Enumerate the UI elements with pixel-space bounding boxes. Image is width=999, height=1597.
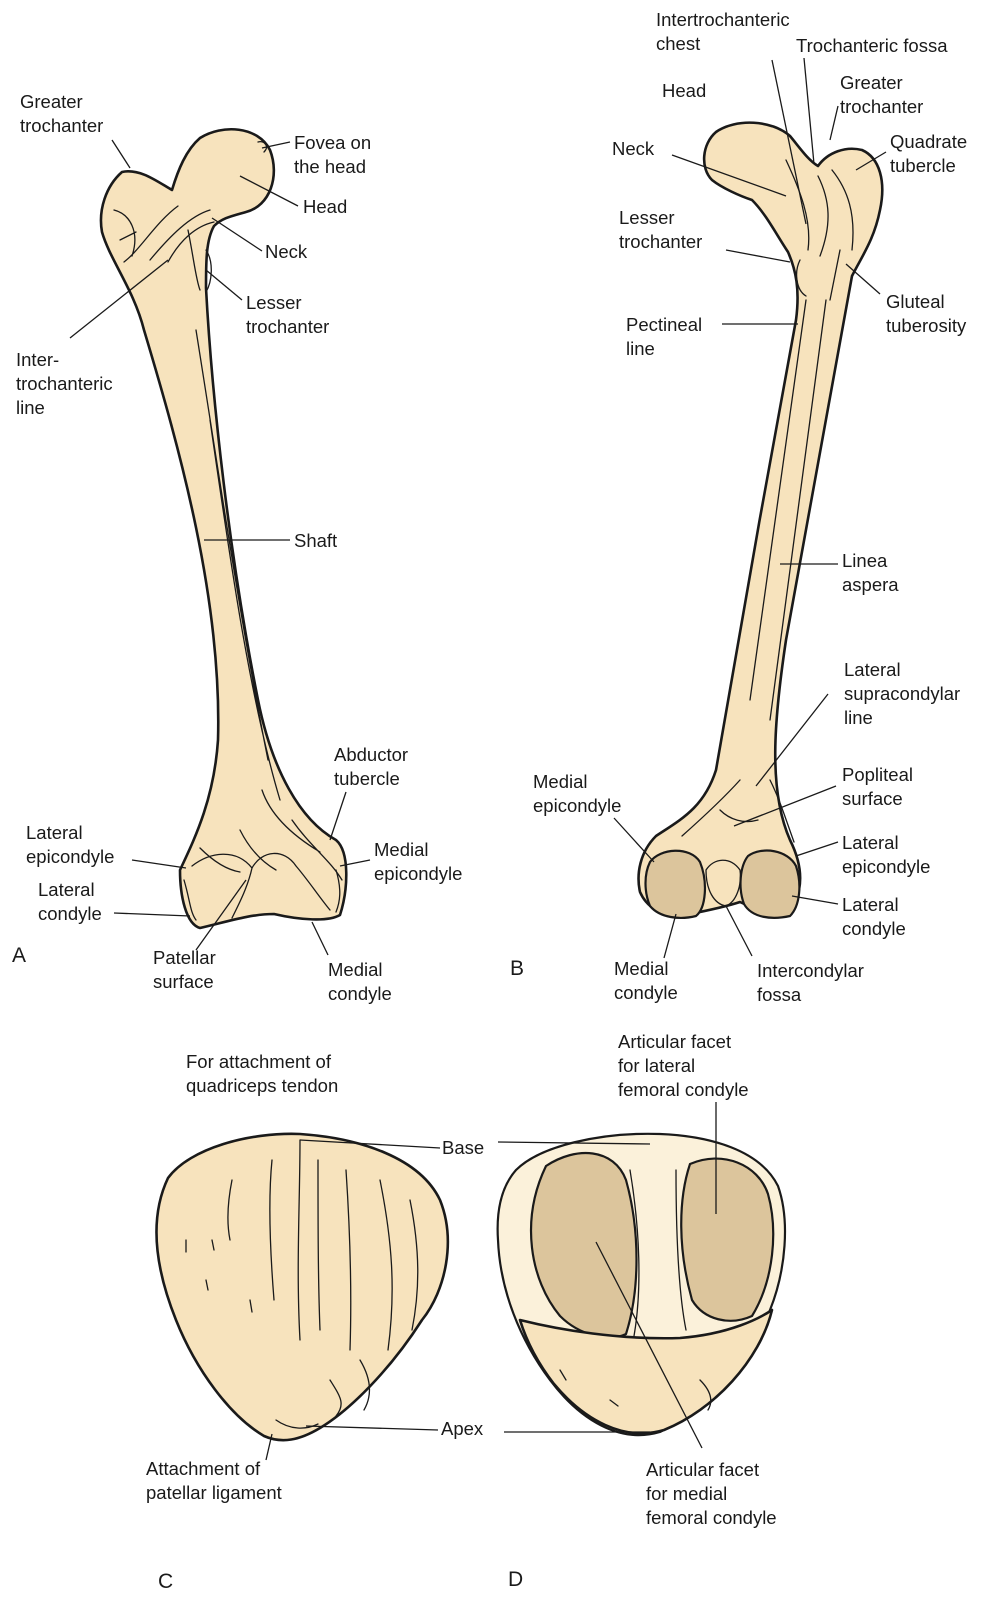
label-b-trochanteric-fossa: Trochanteric fossa (796, 34, 948, 58)
label-medial-articular-facet: Articular facet for medial femoral condy… (646, 1458, 777, 1530)
label-base: Base (442, 1136, 484, 1160)
label-b-intercondylar-fossa: Intercondylar fossa (757, 959, 864, 1007)
label-b-lateral-condyle: Lateral condyle (842, 893, 906, 941)
patella-posterior-drawing (498, 1134, 785, 1435)
label-b-medial-epicondyle: Medial epicondyle (533, 770, 621, 818)
panel-label-c: C (158, 1570, 173, 1594)
label-a-intertrochanteric-line: Inter- trochanteric line (16, 348, 113, 420)
label-b-intertrochanteric-chest: Intertrochanteric chest (656, 8, 790, 56)
panel-label-d: D (508, 1568, 523, 1592)
label-b-lesser-trochanter: Lesser trochanter (619, 206, 702, 254)
label-a-greater-trochanter: Greater trochanter (20, 90, 103, 138)
label-b-medial-condyle: Medial condyle (614, 957, 678, 1005)
patella-anterior-drawing (156, 1134, 447, 1440)
label-b-pectineal-line: Pectineal line (626, 313, 702, 361)
label-b-lateral-epicondyle: Lateral epicondyle (842, 831, 930, 879)
label-a-patellar-surface: Patellar surface (153, 946, 216, 994)
label-a-lateral-epicondyle: Lateral epicondyle (26, 821, 114, 869)
label-b-quadrate-tubercle: Quadrate tubercle (890, 130, 967, 178)
label-a-fovea: Fovea on the head (294, 131, 371, 179)
label-b-popliteal-surface: Popliteal surface (842, 763, 913, 811)
label-patellar-ligament-attachment: Attachment of patellar ligament (146, 1457, 282, 1505)
label-a-lesser-trochanter: Lesser trochanter (246, 291, 329, 339)
label-a-head: Head (303, 195, 347, 219)
label-b-linea-aspera: Linea aspera (842, 549, 899, 597)
label-a-abductor-tubercle: Abductor tubercle (334, 743, 408, 791)
label-a-medial-epicondyle: Medial epicondyle (374, 838, 462, 886)
label-apex: Apex (441, 1417, 483, 1441)
label-a-lateral-condyle: Lateral condyle (38, 878, 102, 926)
label-b-head: Head (662, 79, 706, 103)
panel-label-b: B (510, 957, 524, 981)
label-a-neck: Neck (265, 240, 307, 264)
label-b-lateral-supracondylar-line: Lateral supracondylar line (844, 658, 960, 730)
label-a-shaft: Shaft (294, 529, 337, 553)
label-quadriceps-attachment: For attachment of quadriceps tendon (186, 1050, 338, 1098)
label-b-neck: Neck (612, 137, 654, 161)
label-lateral-articular-facet: Articular facet for lateral femoral cond… (618, 1030, 749, 1102)
label-a-medial-condyle: Medial condyle (328, 958, 392, 1006)
label-b-gluteal-tuberosity: Gluteal tuberosity (886, 290, 966, 338)
panel-label-a: A (12, 944, 26, 968)
label-b-greater-trochanter: Greater trochanter (840, 71, 923, 119)
